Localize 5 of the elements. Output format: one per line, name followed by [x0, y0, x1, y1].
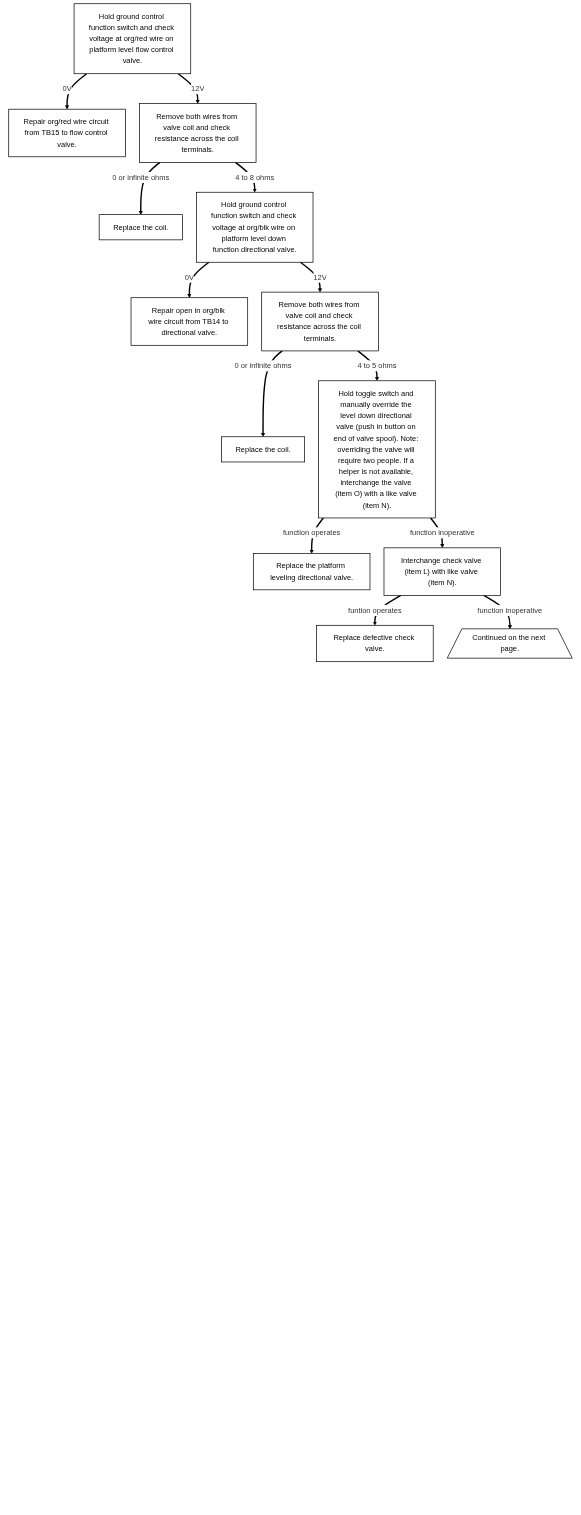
- arrow: [299, 261, 323, 293]
- arrow: [261, 350, 283, 437]
- arrow: [177, 73, 200, 104]
- arrow: [187, 261, 210, 298]
- arrow: [65, 73, 88, 110]
